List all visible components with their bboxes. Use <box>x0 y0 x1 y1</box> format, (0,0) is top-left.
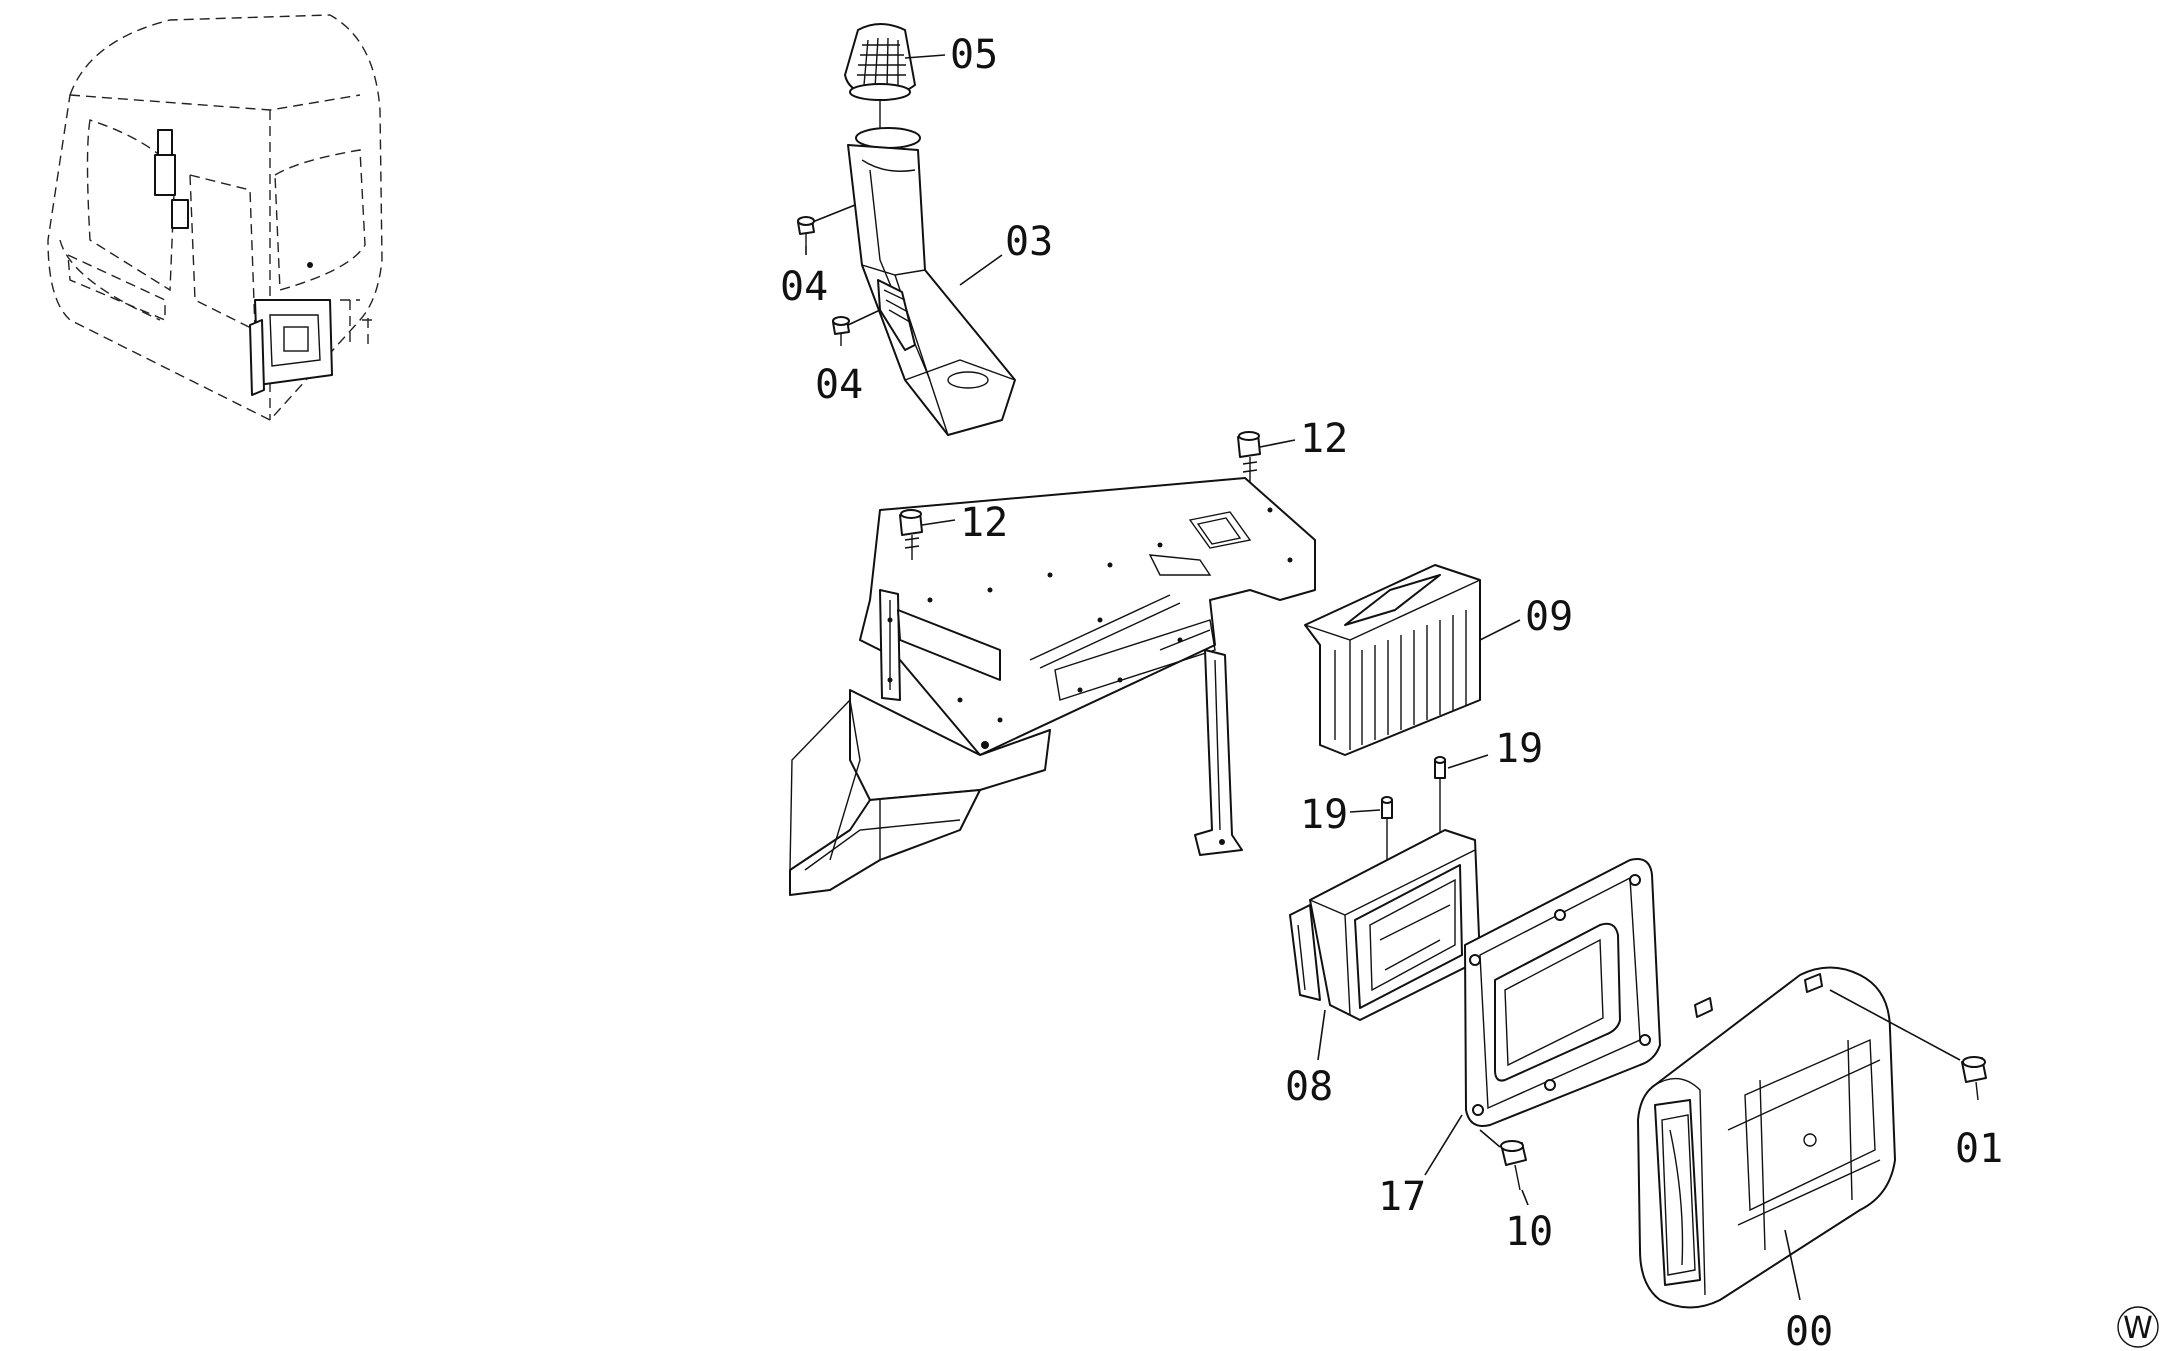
leader-lines <box>805 54 1003 286</box>
part-19-pin-right <box>1434 754 1489 880</box>
part-08-housing <box>1289 829 1481 1061</box>
part-03-duct <box>847 127 1016 436</box>
callout-12-left: 12 <box>960 500 1008 546</box>
callout-12-right: 12 <box>1300 416 1348 462</box>
part-12-bolt-left <box>899 509 956 560</box>
callout-19-left: 19 <box>1300 792 1348 838</box>
part-01-screw <box>1829 989 1987 1101</box>
part-10-screw <box>1479 1129 1529 1206</box>
region-mark: W <box>2117 1306 2159 1348</box>
callout-04-lower: 04 <box>815 362 863 408</box>
callout-17: 17 <box>1378 1174 1426 1220</box>
callout-01: 01 <box>1955 1126 2003 1172</box>
part-00-cover <box>1637 966 1896 1309</box>
callout-19-right: 19 <box>1495 726 1543 772</box>
cab-overview-thumbnail <box>47 14 383 421</box>
bracket-frame <box>789 477 1316 896</box>
callout-00: 00 <box>1785 1309 1833 1351</box>
callout-labels: 05 03 04 04 12 12 09 19 19 08 17 10 01 0… <box>780 32 2003 1351</box>
part-04-screw-upper <box>797 204 856 246</box>
callout-05: 05 <box>950 32 998 78</box>
callout-10: 10 <box>1505 1209 1553 1255</box>
part-05-vent-grille <box>844 23 916 135</box>
part-09-filter <box>1304 564 1521 756</box>
callout-04-upper: 04 <box>780 264 828 310</box>
part-17-gasket-plate <box>1424 858 1661 1176</box>
callout-08: 08 <box>1285 1064 1333 1110</box>
callout-03: 03 <box>1005 219 1053 265</box>
part-04-screw-lower <box>832 309 881 346</box>
callout-09: 09 <box>1525 594 1573 640</box>
region-mark-letter: W <box>2123 1311 2153 1346</box>
part-12-bolt-right <box>1237 431 1296 482</box>
